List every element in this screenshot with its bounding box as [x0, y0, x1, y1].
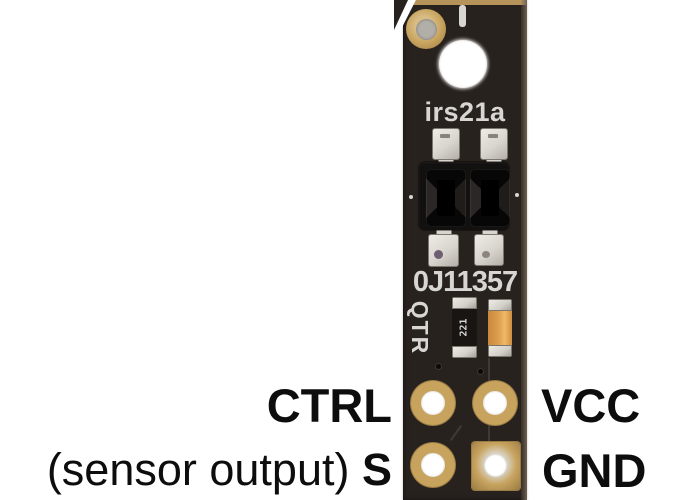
solder-blob	[482, 251, 490, 258]
solder-mark	[488, 134, 498, 138]
pin-pad-ctrl	[411, 381, 455, 425]
sensor-lead-bottom-left	[428, 234, 459, 267]
silkscreen-dot-left	[409, 195, 413, 199]
via-hole	[478, 369, 483, 374]
ir-emitter-lens-core	[437, 180, 455, 216]
silkscreen-product-text: QTR	[407, 300, 433, 356]
capacitor-body	[488, 311, 512, 345]
pcb-right-edge	[521, 0, 527, 500]
silkscreen-tick-mark	[459, 5, 466, 27]
capacitor-cap-bottom	[488, 345, 512, 357]
label-vcc: VCC	[541, 379, 641, 432]
label-sensor-output-prefix: (sensor output)	[46, 444, 350, 495]
label-ctrl: CTRL	[266, 379, 392, 432]
ir-detector-lens-core	[481, 180, 499, 216]
resistor-cap-bottom	[452, 346, 477, 358]
silkscreen-serial-text: 0J11357	[412, 266, 518, 298]
resistor-body: 221	[452, 309, 477, 346]
label-gnd: GND	[542, 444, 647, 497]
silkscreen-model-text: irs21a	[424, 97, 506, 127]
sensor-lead-bottom-right	[474, 234, 504, 266]
pcb-top-edge	[403, 0, 527, 5]
solder-blob	[434, 250, 443, 259]
sensor-lead-top-left	[432, 128, 460, 160]
label-s: S	[361, 444, 392, 495]
mounting-pad-center	[416, 19, 437, 40]
capacitor-cap-top	[488, 299, 512, 311]
label-sensor-output: (sensor output) S	[47, 447, 392, 492]
resistor-cap-top	[452, 297, 477, 309]
solder-mark	[440, 134, 450, 138]
resistor-code-text: 221	[459, 318, 470, 337]
resistor-chip: 221	[452, 297, 477, 358]
sensor-lead-top-right	[480, 128, 508, 160]
pin-pad-gnd-hole	[484, 454, 507, 477]
via-hole	[436, 364, 441, 369]
mounting-hole	[439, 40, 487, 88]
silkscreen-dot-right	[515, 193, 519, 197]
pin-pad-s	[411, 443, 455, 487]
pin-pad-vcc	[473, 381, 517, 425]
capacitor-chip	[488, 299, 512, 357]
